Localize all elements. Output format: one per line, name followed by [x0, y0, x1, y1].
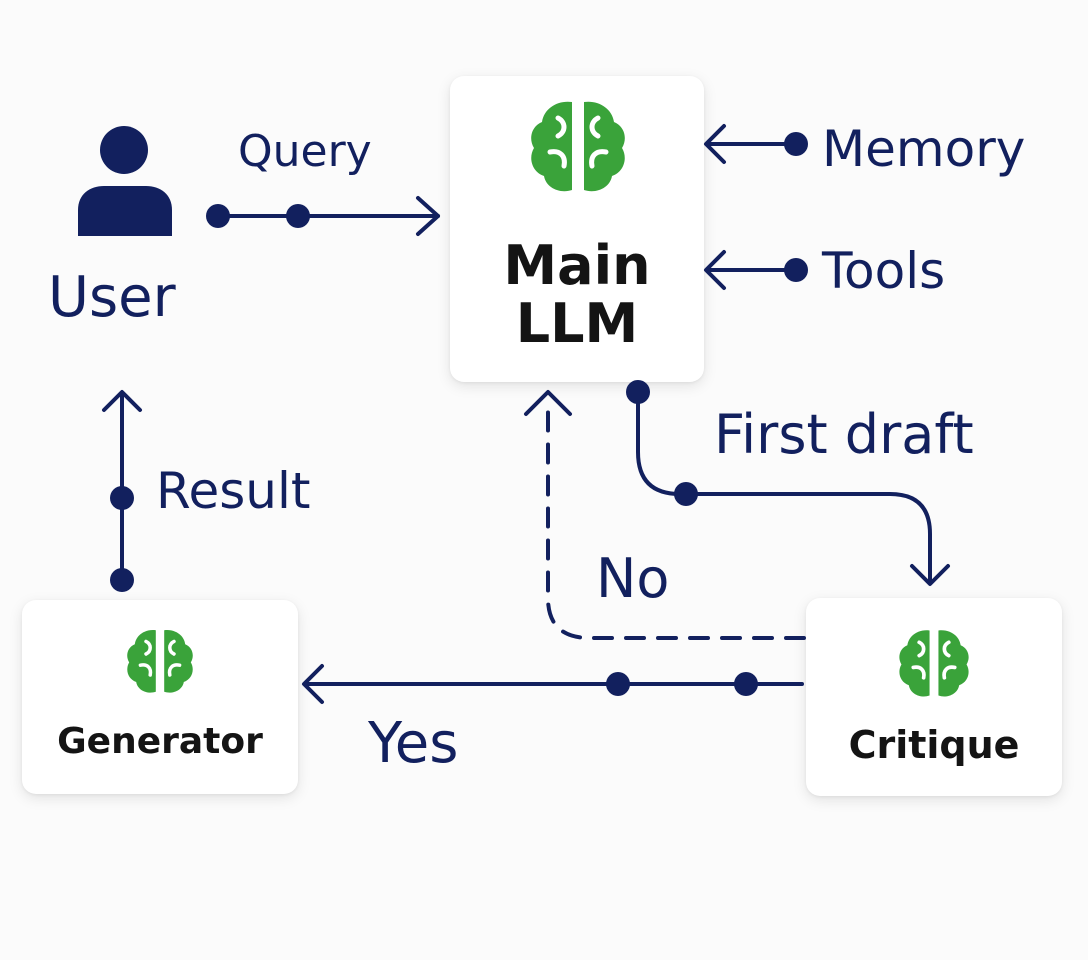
- first-draft-dot: [626, 380, 650, 404]
- result-label: Result: [156, 462, 311, 520]
- result-dot: [110, 486, 134, 510]
- query-label: Query: [238, 126, 372, 177]
- generator-label: Generator: [57, 721, 263, 762]
- brain-icon: [127, 629, 193, 693]
- first-draft-label: First draft: [714, 403, 974, 466]
- first-draft-edge: [636, 390, 932, 584]
- first-draft-arrowhead: [910, 564, 950, 586]
- yes-dot: [734, 672, 758, 696]
- user-icon: [78, 126, 172, 236]
- result-dot: [110, 568, 134, 592]
- no-arrowhead: [524, 390, 572, 416]
- yes-label: Yes: [368, 711, 459, 776]
- user-label: User: [48, 265, 176, 330]
- critique-label: Critique: [848, 723, 1020, 767]
- memory-label: Memory: [822, 120, 1026, 178]
- tools-label: Tools: [822, 242, 946, 300]
- result-arrowhead: [102, 390, 142, 412]
- first-draft-dot: [674, 482, 698, 506]
- brain-icon: [899, 630, 969, 697]
- main-llm-card: Main LLM: [450, 76, 704, 382]
- critique-card: Critique: [806, 598, 1062, 796]
- query-arrowhead: [416, 196, 440, 236]
- main-llm-label-line1: Main: [503, 234, 651, 297]
- yes-dot: [606, 672, 630, 696]
- main-llm-label-line2: LLM: [515, 292, 639, 355]
- tools-arrowhead: [704, 250, 726, 290]
- generator-card: Generator: [22, 600, 298, 794]
- no-label: No: [596, 547, 670, 610]
- tools-dot: [784, 258, 808, 282]
- yes-arrowhead: [302, 664, 324, 704]
- memory-arrowhead: [704, 124, 726, 164]
- memory-dot: [784, 132, 808, 156]
- brain-icon: [531, 101, 625, 192]
- query-dot: [206, 204, 230, 228]
- query-dot: [286, 204, 310, 228]
